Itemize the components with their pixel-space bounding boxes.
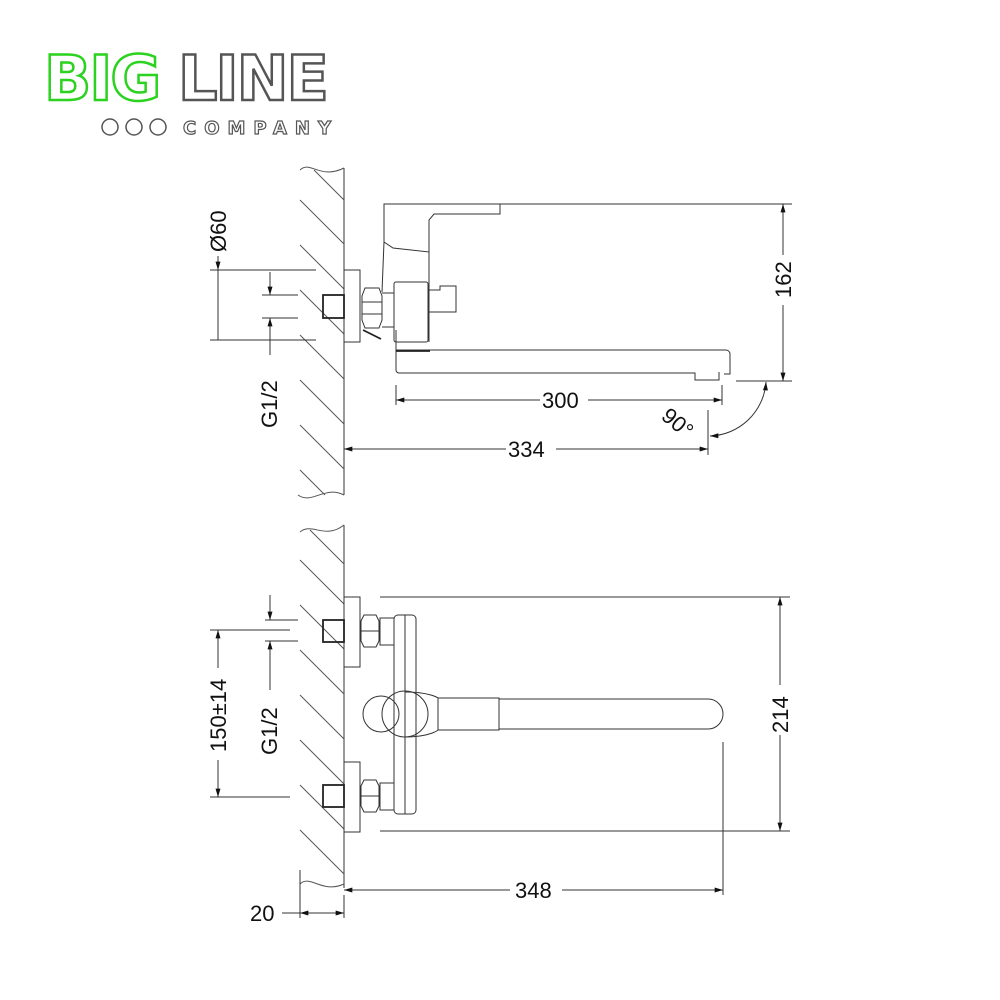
logo-circle-icon [149, 118, 167, 136]
thread-dimension-top: G1/2 [257, 272, 298, 428]
total-length-dimension: 334 [344, 410, 709, 462]
logo-subtitle: COMPANY [183, 118, 339, 139]
angle-dimension: 90° [657, 381, 768, 444]
company-logo: BIG LINE COMPANY [43, 41, 339, 140]
diameter-label: Ø60 [206, 210, 231, 252]
faucet-front-view [322, 596, 724, 833]
wall-section-front [299, 524, 345, 888]
height-dimension-214: 214 [380, 596, 793, 832]
diameter-dimension: Ø60 [206, 210, 316, 341]
spacing-dimension: 150±14 [206, 629, 290, 798]
thread-label-front: G1/2 [257, 707, 282, 755]
logo-circle-icon [125, 118, 143, 136]
thread-dimension-front: G1/2 [257, 595, 298, 755]
height-label-214: 214 [768, 696, 793, 733]
total-length-label: 334 [508, 437, 545, 462]
spacing-label: 150±14 [206, 679, 231, 752]
wall-section [297, 166, 345, 499]
height-label-162: 162 [771, 261, 796, 298]
front-view: 150±14 G1/2 214 348 20 [206, 524, 793, 926]
angle-label: 90° [657, 403, 699, 444]
logo-line-text: LINE [178, 42, 327, 115]
length-label-348: 348 [515, 878, 552, 903]
thread-label-top: G1/2 [257, 380, 282, 428]
logo-big-text: BIG [44, 42, 159, 115]
logo-circle-icon [101, 118, 119, 136]
faucet-side-view [322, 203, 731, 381]
top-view: Ø60 G1/2 162 300 334 [206, 166, 796, 499]
spout-length-dimension: 300 [395, 385, 723, 413]
wall-offset-label: 20 [250, 901, 274, 926]
height-dimension-162: 162 [500, 203, 796, 382]
wall-offset-dimension: 20 [250, 870, 345, 926]
length-dimension-348: 348 [344, 742, 724, 903]
spout-length-label: 300 [542, 388, 579, 413]
